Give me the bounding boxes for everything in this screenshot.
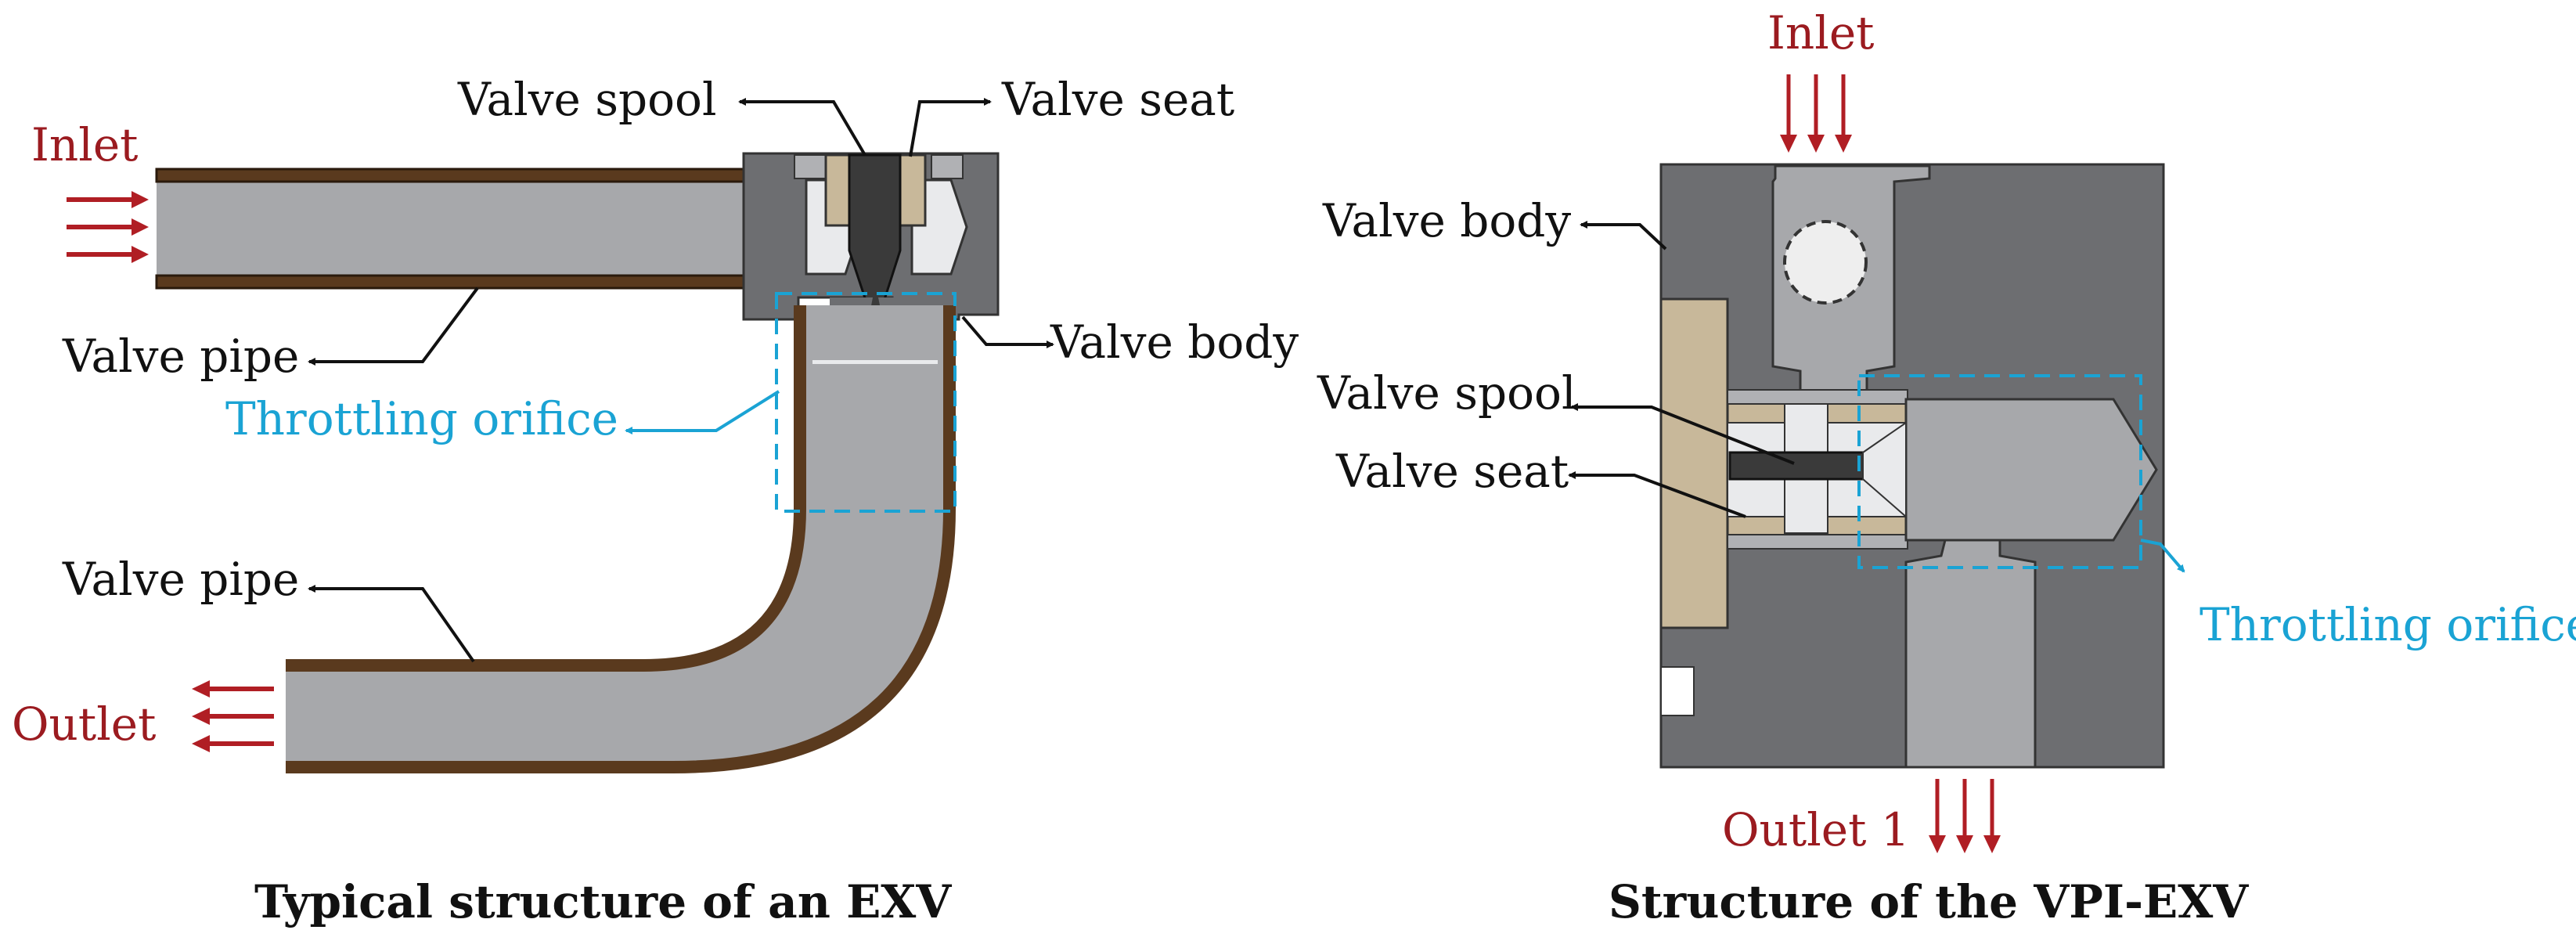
label-valve-spool-right: Valve spool: [1317, 366, 1576, 420]
leader-valve-seat-left: [909, 98, 992, 157]
inlet-flow-arrows-right: [1780, 74, 1852, 153]
caption-right: Structure of the VPI-EXV: [1609, 875, 2249, 928]
label-outlet-left: Outlet: [12, 697, 156, 751]
inlet-ball-right: [1783, 220, 1868, 305]
leader-valve-spool-right: [1570, 403, 1795, 465]
label-valve-pipe-upper: Valve pipe: [62, 330, 299, 383]
leader-valve-pipe-lower: [308, 585, 475, 663]
side-plate-right: [1659, 297, 1729, 629]
upper-valve-pipe: [155, 168, 808, 290]
throttling-orifice-box-left: [775, 292, 957, 513]
outlet-channel-right: [1904, 539, 2037, 769]
label-inlet-left: Inlet: [31, 118, 138, 171]
label-outlet-right: Outlet 1: [1722, 803, 1910, 856]
outlet-flow-arrows-left: [192, 680, 274, 752]
leader-valve-body-left: [961, 315, 1054, 348]
label-valve-body-left: Valve body: [1050, 315, 1299, 369]
inlet-flow-arrows-left: [67, 191, 149, 263]
right-vpi-exv-diagram: Inlet Outlet 1 Valve body Valve spool Va…: [1317, 6, 2576, 928]
label-valve-spool-left: Valve spool: [457, 73, 717, 126]
leader-valve-seat-right: [1568, 471, 1746, 518]
lower-valve-pipe: [286, 305, 956, 773]
leader-valve-body-right: [1580, 221, 1667, 251]
leader-valve-pipe-upper: [308, 287, 479, 366]
label-valve-pipe-lower: Valve pipe: [62, 553, 299, 606]
label-valve-seat-left: Valve seat: [1001, 73, 1234, 126]
caption-left: Typical structure of an EXV: [254, 875, 952, 928]
outlet-flow-arrows-right: [1929, 779, 2001, 853]
label-throttling-orifice-left: Throttling orifice: [225, 392, 618, 445]
label-inlet-right: Inlet: [1767, 6, 1874, 59]
orifice-chamber-right: [1904, 398, 2158, 542]
left-exv-diagram: Inlet Outlet Valve spool Valve seat Valv…: [12, 73, 1299, 928]
label-throttling-orifice-right: Throttling orifice: [2200, 598, 2576, 651]
leader-throttling-orifice-left: [625, 390, 780, 434]
side-slot-right: [1660, 666, 1695, 716]
leader-throttling-orifice-right: [2140, 539, 2185, 573]
label-valve-seat-right: Valve seat: [1335, 445, 1569, 498]
throttling-orifice-box-right: [1857, 374, 2142, 569]
leader-valve-spool-left: [738, 98, 866, 157]
label-valve-body-right: Valve body: [1322, 194, 1571, 247]
